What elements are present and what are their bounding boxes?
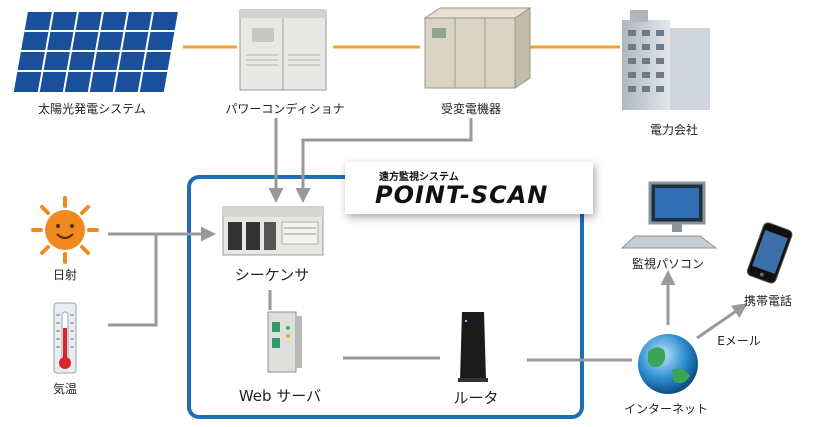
- mobile-phone-icon: [746, 222, 793, 284]
- temperature-label: 気温: [52, 382, 78, 396]
- signal-lines: [108, 118, 748, 362]
- web-server-icon: [267, 311, 302, 373]
- monitor-pc-icon: [620, 181, 718, 249]
- mobile-phone-label: 携帯電話: [743, 294, 793, 308]
- product-logo-box: 遠方監視システム POINT-SCAN: [345, 162, 593, 214]
- signal-thermo-junction: [108, 234, 158, 327]
- router-label: ルータ: [453, 389, 499, 407]
- monitor-pc-label: 監視パソコン: [631, 257, 705, 271]
- sequencer-icon: [222, 206, 324, 256]
- product-subtitle: 遠方監視システム: [379, 172, 459, 183]
- sunlight-label: 日射: [52, 268, 78, 282]
- internet-label: インターネット: [623, 402, 709, 416]
- signal-substation-to-sequencer: [295, 118, 473, 203]
- router-icon: [458, 312, 488, 382]
- sequencer-label: シーケンサ: [234, 266, 310, 284]
- solar-label: 太陽光発電システム: [38, 102, 146, 116]
- sun-icon: [31, 196, 99, 264]
- globe-icon: [638, 334, 698, 394]
- thermometer-icon: [53, 302, 77, 374]
- web-server-label: Web サーバ: [238, 387, 322, 405]
- substation-icon: [423, 7, 532, 89]
- building-icon: [622, 10, 710, 110]
- power-conditioner-label: パワーコンディショナ: [225, 102, 345, 116]
- product-name: POINT-SCAN: [375, 181, 549, 209]
- signal-internet-to-phone: [696, 303, 748, 340]
- email-label: Eメール: [717, 334, 761, 348]
- solar-panel-icon: [13, 12, 178, 92]
- power-conditioner-icon: [239, 9, 327, 91]
- power-company-label: 電力会社: [649, 123, 699, 137]
- substation-label: 受変電機器: [440, 102, 502, 116]
